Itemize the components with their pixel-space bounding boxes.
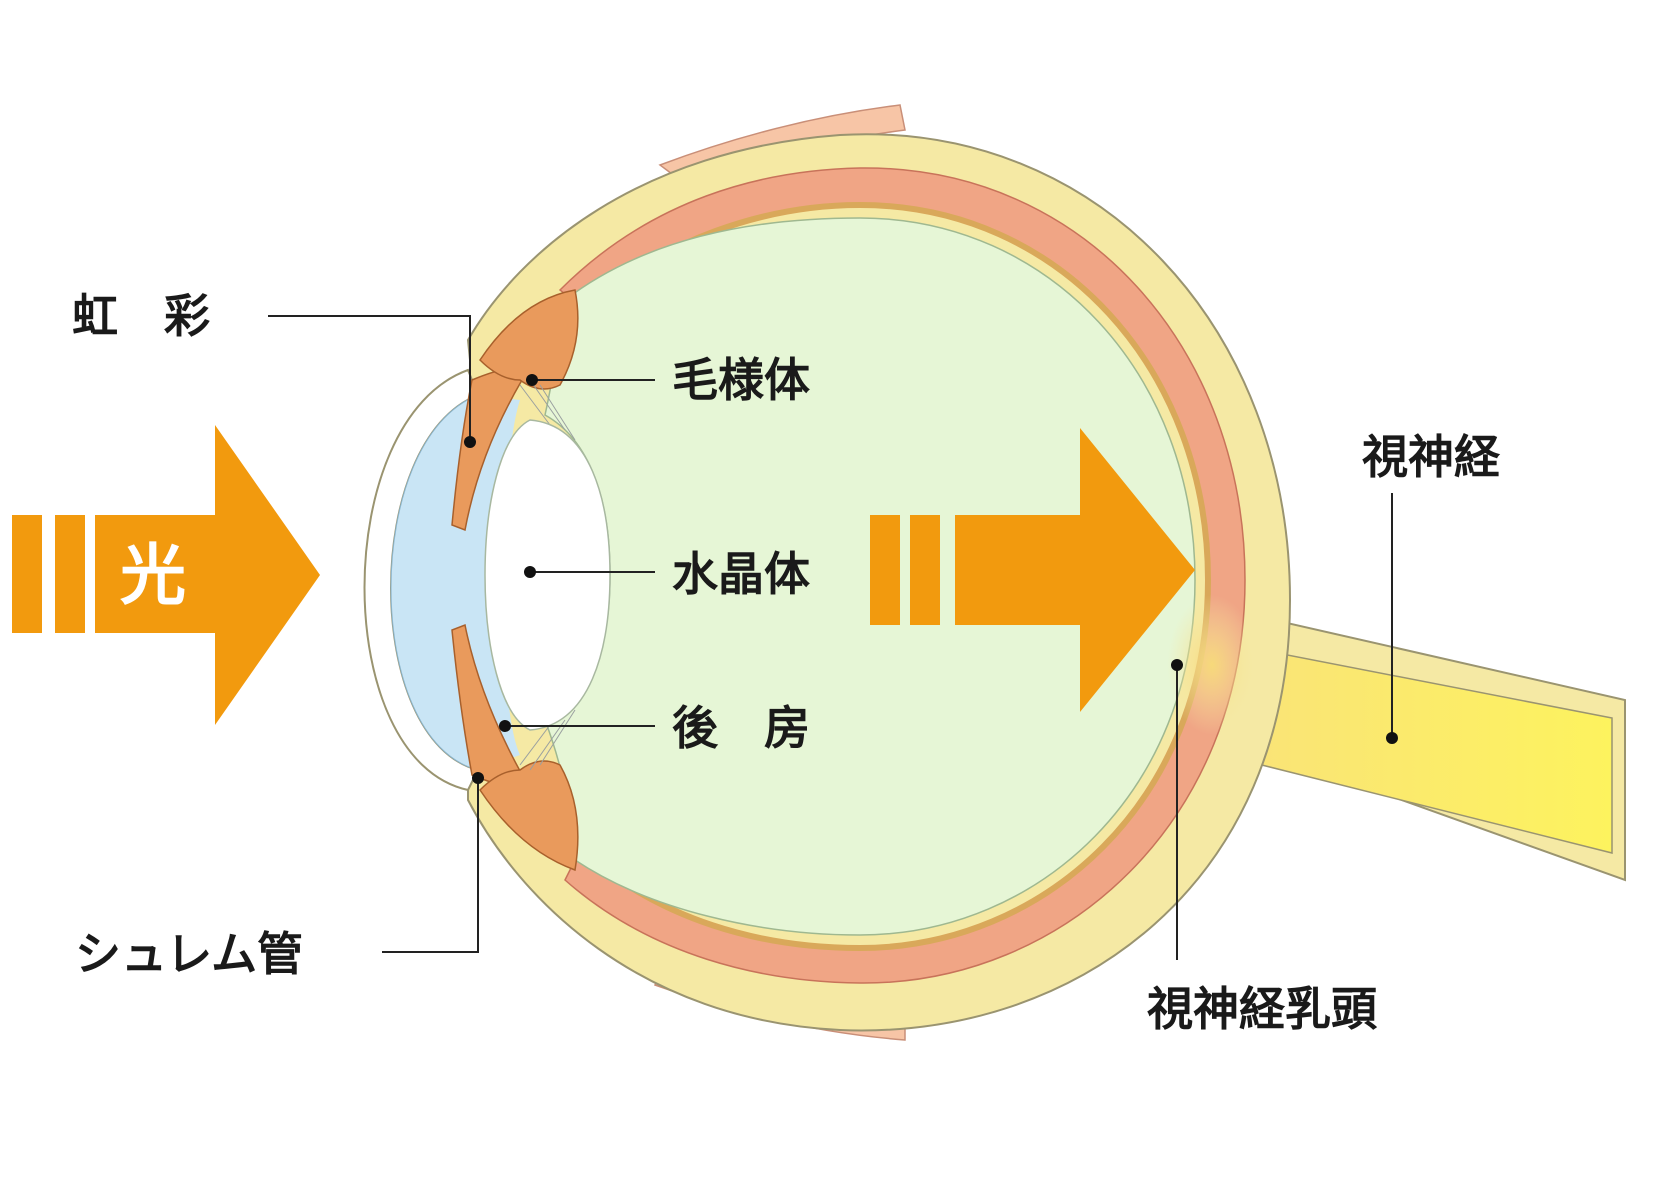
ciliary-body-upper bbox=[479, 289, 579, 390]
leader-optic-disc bbox=[1171, 659, 1183, 960]
schlemm-canal-label: シュレム管 bbox=[75, 927, 303, 981]
retina bbox=[578, 201, 1212, 952]
incoming-light-arrow: 光 bbox=[12, 425, 320, 725]
ciliary-body-label: 毛様体 bbox=[672, 353, 810, 407]
leader-ciliary-body bbox=[526, 374, 655, 386]
leader-optic-nerve bbox=[1386, 493, 1398, 744]
ciliary-body-lower bbox=[479, 760, 579, 872]
leader-iris bbox=[268, 315, 476, 448]
optic-disc-area bbox=[1167, 595, 1257, 735]
optic-disc-label: 視神経乳頭 bbox=[1147, 982, 1378, 1036]
leader-lens bbox=[524, 566, 655, 578]
leader-schlemm-canal bbox=[382, 772, 484, 953]
lens-label: 水晶体 bbox=[672, 547, 810, 601]
optic-nerve-label: 視神経 bbox=[1362, 430, 1501, 484]
internal-light-arrow bbox=[870, 428, 1195, 712]
leader-posterior-chamber bbox=[499, 720, 655, 732]
posterior-chamber-label: 後 房 bbox=[672, 701, 810, 755]
zonule-fibers-upper bbox=[519, 379, 576, 441]
crystalline-lens bbox=[484, 419, 611, 731]
light-label: 光 bbox=[120, 537, 186, 614]
iris-label: 虹 彩 bbox=[72, 289, 210, 343]
zonule-fibers-lower bbox=[519, 709, 576, 771]
